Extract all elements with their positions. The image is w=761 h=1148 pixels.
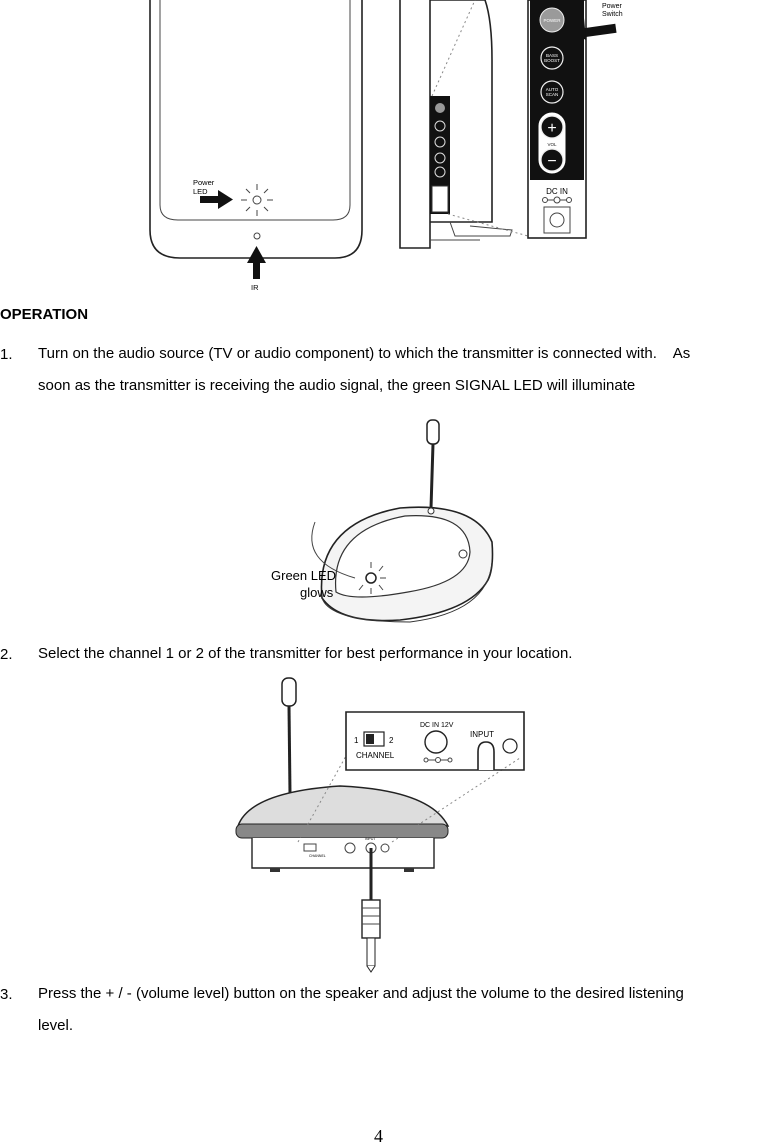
rear-channel-label-small: CHANNEL [309, 854, 326, 858]
dc-in-jack [543, 206, 571, 234]
dc-in-jack-hole [549, 212, 565, 228]
step-1-number: 1. [0, 346, 13, 363]
power-button-label: POWER [543, 18, 561, 23]
speaker-figure: Power LED IR POWER BASS BOOST [149, 0, 623, 292]
dc-in-12v-label: DC IN 12V [420, 722, 454, 729]
volume-up-label: + [547, 120, 556, 137]
power-led-glow-icon [241, 184, 273, 216]
rear-dc-polarity-icon [423, 757, 453, 763]
section-heading: OPERATION [0, 306, 89, 323]
bass-boost-label-line2: BOOST [544, 58, 560, 63]
channel-1-label: 1 [354, 736, 359, 745]
volume-down-button[interactable]: − [540, 148, 564, 172]
step-2-text-line1: Select the channel 1 or 2 of the transmi… [38, 645, 573, 662]
step-1-text-line1: Turn on the audio source (TV or audio co… [38, 345, 691, 362]
power-led-arrow-icon [200, 190, 233, 209]
rear-antenna [281, 677, 297, 795]
speaker-front [149, 0, 363, 259]
step-1-text-line2: soon as the transmitter is receiving the… [38, 377, 636, 394]
audio-cable-plug [361, 848, 381, 973]
transmitter-base [320, 506, 494, 623]
ir-arrow-icon [247, 246, 266, 279]
rear-transmitter-body [235, 785, 450, 872]
volume-label: VOL [547, 142, 557, 147]
step-2-number: 2. [0, 646, 13, 663]
channel-2-label: 2 [389, 736, 394, 745]
power-led-label-line2: LED [193, 187, 208, 196]
green-led-label-line2: glows [300, 585, 334, 600]
antenna [426, 419, 440, 509]
bass-boost-label-line1: BASS [546, 53, 558, 58]
transmitter-led-figure: Green LED glows [271, 419, 494, 623]
power-switch-label-line2: Switch [602, 11, 623, 18]
auto-scan-label-line1: AUTO [546, 87, 559, 92]
step-3-text-line1: Press the + / - (volume level) button on… [38, 985, 684, 1002]
rear-input-label-small: INPUT [365, 837, 376, 841]
callout-leader [311, 521, 356, 579]
transmitter-rear-figure: 1 2 CHANNEL DC IN 12V INPUT CHANNEL INPU… [235, 677, 525, 973]
volume-up-button[interactable]: + [540, 115, 564, 139]
ir-label: IR [251, 283, 259, 292]
power-button[interactable]: POWER [539, 7, 565, 33]
speaker-side [399, 0, 513, 249]
channel-switch[interactable] [363, 731, 385, 747]
page-number: 4 [374, 1126, 383, 1146]
power-led-label-line1: Power [193, 178, 215, 187]
auto-scan-label-line2: SCAN [546, 92, 559, 97]
volume-down-label: − [547, 153, 556, 170]
bass-boost-button[interactable]: BASS BOOST [540, 46, 564, 70]
step-3-number: 3. [0, 986, 13, 1003]
green-led-label-line1: Green LED [271, 568, 336, 583]
green-led-glow-icon [358, 562, 386, 594]
dc-in-12v-jack [424, 730, 448, 754]
power-switch-arrow-icon [566, 18, 617, 40]
channel-label: CHANNEL [356, 751, 395, 760]
rear-indicator [502, 738, 518, 754]
input-label: INPUT [470, 730, 494, 739]
input-jack [477, 741, 495, 770]
step-3-text-line2: level. [38, 1017, 74, 1034]
rear-panel-detail [345, 711, 525, 771]
power-switch-label-line1: Power [602, 3, 623, 10]
ir-sensor [253, 232, 261, 240]
dc-in-label: DC IN [546, 187, 568, 196]
dc-polarity-icon [542, 196, 572, 204]
volume-rocker: + VOL − [537, 111, 567, 175]
auto-scan-button[interactable]: AUTO SCAN [540, 80, 564, 104]
